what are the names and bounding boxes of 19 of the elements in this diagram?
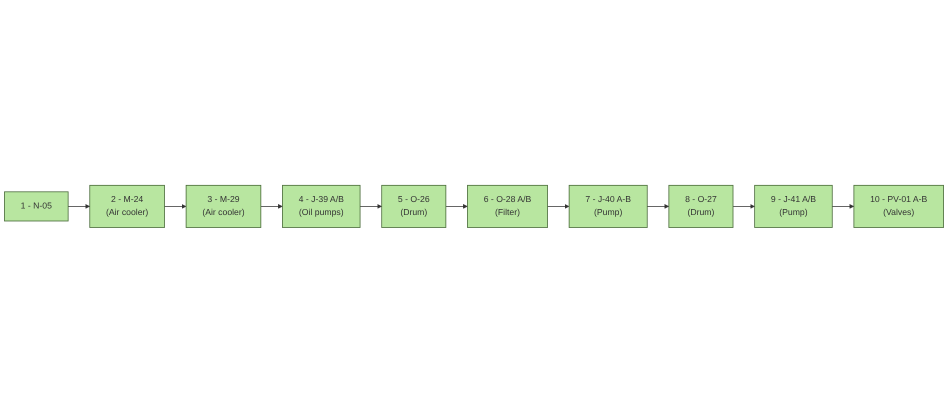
arrow (445, 204, 468, 209)
node-box: 10 - PV-01 A-B (Valves) (853, 185, 944, 228)
arrow (68, 204, 90, 209)
arrow (547, 204, 570, 209)
node-box: 8 - O-27 (Drum) (668, 185, 734, 228)
node-box: 7 - J-40 A-B (Pump) (568, 185, 648, 228)
node-box: 3 - M-29 (Air cooler) (186, 185, 262, 228)
arrow (260, 204, 283, 209)
node-box: 5 - O-26 (Drum) (381, 185, 446, 228)
arrow (164, 204, 186, 209)
node-box: 1 - N-05 (4, 192, 69, 222)
arrow (832, 204, 854, 209)
node-box: 9 - J-41 A/B (Pump) (754, 185, 833, 228)
arrow (360, 204, 382, 209)
arrow (646, 204, 670, 209)
arrow (732, 204, 755, 209)
node-box: 2 - M-24 (Air cooler) (89, 185, 165, 228)
node-box: 4 - J-39 A/B (Oil pumps) (282, 185, 360, 228)
node-box: 6 - O-28 A/B (Filter) (467, 185, 548, 228)
